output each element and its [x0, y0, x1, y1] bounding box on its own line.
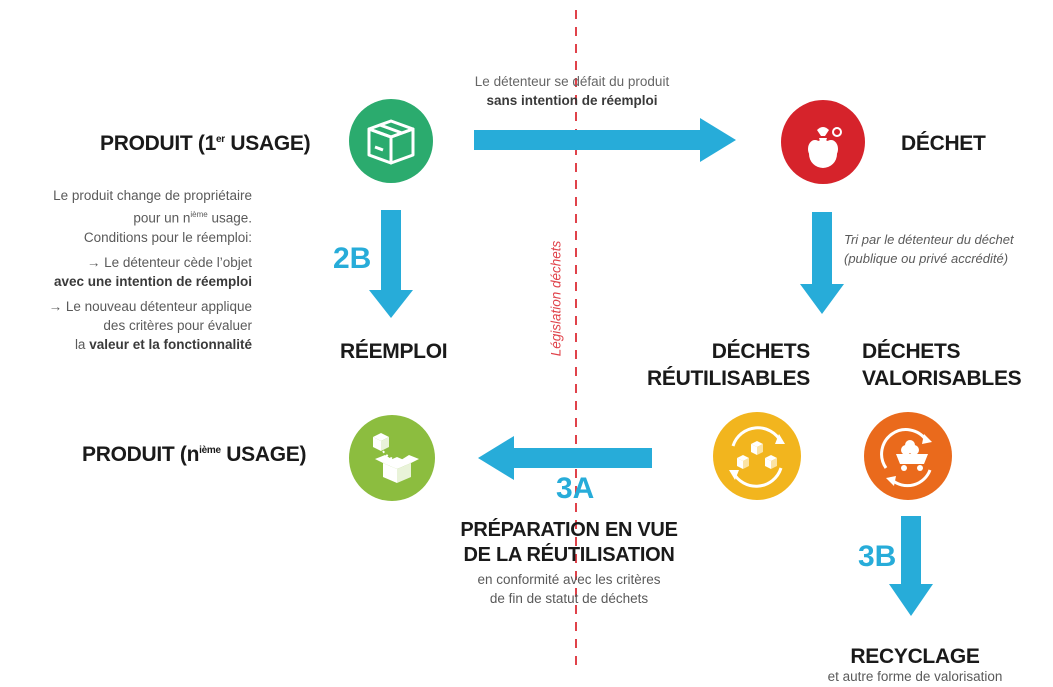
produit-n-label: PRODUIT (nième USAGE): [82, 443, 306, 467]
arrow-to-recyclage: [889, 516, 933, 616]
recyclage-block: RECYCLAGE et autre forme de valorisation: [800, 645, 1030, 685]
produit-1-suffix: USAGE): [224, 132, 311, 155]
top-note: Le détenteur se défait du produit sans i…: [452, 72, 692, 110]
step-2b: 2B: [333, 242, 372, 275]
left-note: Le produit change de propriétaire pour u…: [0, 186, 252, 354]
open-box-icon: [373, 433, 419, 483]
dechets-valorisables-line2: VALORISABLES: [862, 367, 1022, 390]
left-note-line2a: pour un n: [133, 210, 191, 226]
preparation-line1: PRÉPARATION EN VUE: [460, 519, 678, 541]
left-note-line1: Le produit change de propriétaire: [53, 188, 252, 203]
produit-n-prefix: PRODUIT (n: [82, 443, 200, 466]
tri-note-line2: (publique ou privé accrédité): [844, 251, 1009, 266]
left-note-line8: la valeur et la fonctionnalité: [0, 335, 252, 354]
left-note-line8b: valeur et la fonctionnalité: [89, 336, 252, 352]
produit-1-prefix: PRODUIT (1: [100, 132, 217, 155]
step-3b: 3B: [858, 540, 897, 573]
preparation-line3: en conformité avec les critères: [477, 572, 661, 587]
left-note-line7: des critères pour évaluer: [103, 317, 252, 333]
produit-1-sup: er: [216, 134, 225, 145]
box-icon: [367, 119, 415, 165]
left-note-line3: Conditions pour le réemploi:: [83, 229, 252, 245]
recyclage-title: RECYCLAGE: [850, 645, 980, 668]
valorisables-circle: [864, 412, 952, 500]
preparation-line2: DE LA RÉUTILISATION: [463, 544, 675, 566]
mine-cart-recycle-icon: [880, 428, 932, 488]
top-note-line1: Le détenteur se défait du produit: [474, 74, 670, 89]
left-note-line8a: la: [74, 336, 90, 352]
arrow-tri: [800, 212, 844, 314]
left-note-line2: pour un nième usage.: [0, 205, 252, 228]
dechet-circle: [781, 100, 865, 184]
dechet-label: DÉCHET: [901, 132, 986, 155]
dechets-reutilisables-line1: DÉCHETS: [711, 340, 811, 363]
tri-note: Tri par le détenteur du déchet (publique…: [844, 230, 1053, 268]
produit-circle: [349, 99, 433, 183]
trash-bag-icon: [808, 127, 842, 168]
produit-n-sup: ième: [199, 445, 221, 456]
dechets-reutilisables-label: DÉCHETS RÉUTILISABLES: [620, 338, 810, 392]
dechets-valorisables-label: DÉCHETS VALORISABLES: [862, 338, 1022, 392]
left-note-line5: avec une intention de réemploi: [53, 273, 252, 289]
arrow-to-reemploi: [369, 210, 413, 318]
top-note-line2: sans intention de réemploi: [486, 93, 658, 108]
reemploi-label: RÉEMPLOI: [340, 340, 448, 363]
produit-n-suffix: USAGE): [220, 443, 307, 466]
left-note-line2b: usage.: [207, 210, 252, 226]
preparation-line4: de fin de statut de déchets: [489, 591, 649, 606]
produit-n-circle: [349, 415, 435, 501]
step-3a: 3A: [556, 472, 595, 505]
recyclage-sub: et autre forme de valorisation: [827, 669, 1003, 684]
produit-1-label: PRODUIT (1er USAGE): [100, 132, 311, 156]
legislation-label: Législation déchets: [548, 240, 564, 357]
dechets-reutilisables-line2: RÉUTILISABLES: [647, 367, 810, 390]
left-note-line6: → Le nouveau détenteur applique: [48, 298, 252, 314]
left-note-line4: → Le détenteur cède l’objet: [86, 254, 252, 270]
arrow-to-dechet: [474, 118, 736, 162]
preparation-block: PRÉPARATION EN VUE DE LA RÉUTILISATION e…: [434, 518, 704, 608]
left-note-line2-sup: ième: [190, 210, 208, 219]
dechets-valorisables-line1: DÉCHETS: [862, 340, 961, 363]
tri-note-line1: Tri par le détenteur du déchet: [844, 232, 1014, 247]
arrow-to-produit-n: [478, 436, 652, 480]
reuse-boxes-icon: [729, 426, 785, 488]
reutilisables-circle: [713, 412, 801, 500]
